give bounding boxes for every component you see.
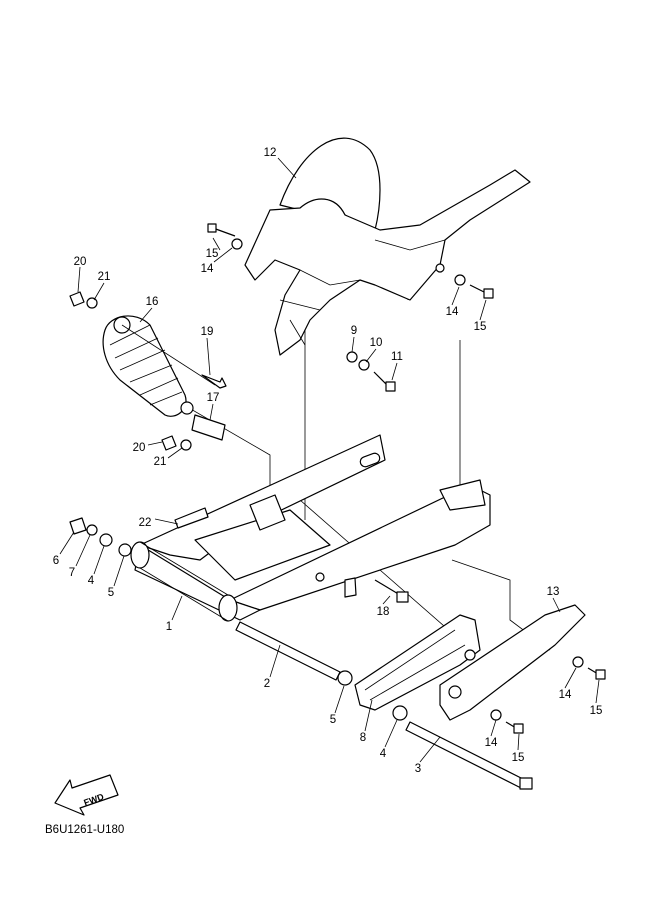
callout-11: 11 xyxy=(391,351,403,363)
callout-21: 21 xyxy=(154,456,167,468)
callout-10: 10 xyxy=(370,337,383,349)
chain-slider xyxy=(354,614,481,711)
callout-4: 4 xyxy=(380,748,387,760)
hardware xyxy=(69,223,494,603)
callout-20: 20 xyxy=(74,256,87,268)
callout-5: 5 xyxy=(330,714,336,726)
callout-17: 17 xyxy=(207,392,220,404)
callout-3: 3 xyxy=(415,763,421,775)
diagram-code: B6U1261-U180 xyxy=(45,824,124,836)
callout-14: 14 xyxy=(485,737,498,749)
callout-13: 13 xyxy=(547,586,560,598)
leader-lines xyxy=(59,157,600,763)
callout-5: 5 xyxy=(108,587,114,599)
chain-guard xyxy=(439,604,586,721)
callout-6: 6 xyxy=(53,555,59,567)
callout-21: 21 xyxy=(98,271,111,283)
callout-18: 18 xyxy=(377,606,390,618)
rear-shock-absorber xyxy=(102,315,216,417)
callout-15: 15 xyxy=(512,752,525,764)
rear-arm xyxy=(130,434,491,622)
callout-2: 2 xyxy=(264,678,270,690)
callout-14: 14 xyxy=(446,306,459,318)
callout-14: 14 xyxy=(559,689,572,701)
callout-19: 19 xyxy=(201,326,214,338)
callout-14: 14 xyxy=(201,263,214,275)
callout-22: 22 xyxy=(139,517,152,529)
callout-8: 8 xyxy=(360,732,366,744)
callout-labels: 12 15 14 20 21 16 19 9 10 11 14 15 17 20… xyxy=(53,147,603,775)
callout-20: 20 xyxy=(133,442,146,454)
callout-15: 15 xyxy=(206,248,219,260)
callout-12: 12 xyxy=(264,147,277,159)
callout-7: 7 xyxy=(69,567,75,579)
rear-fender xyxy=(244,137,531,356)
collar xyxy=(191,414,226,441)
forward-arrow-icon: FWD xyxy=(54,774,119,816)
pivot-shaft xyxy=(235,621,353,686)
callout-16: 16 xyxy=(146,296,159,308)
callout-9: 9 xyxy=(351,325,357,337)
callout-1: 1 xyxy=(166,621,172,633)
callout-4: 4 xyxy=(88,575,95,587)
callout-15: 15 xyxy=(590,705,603,717)
callout-15: 15 xyxy=(474,321,487,333)
